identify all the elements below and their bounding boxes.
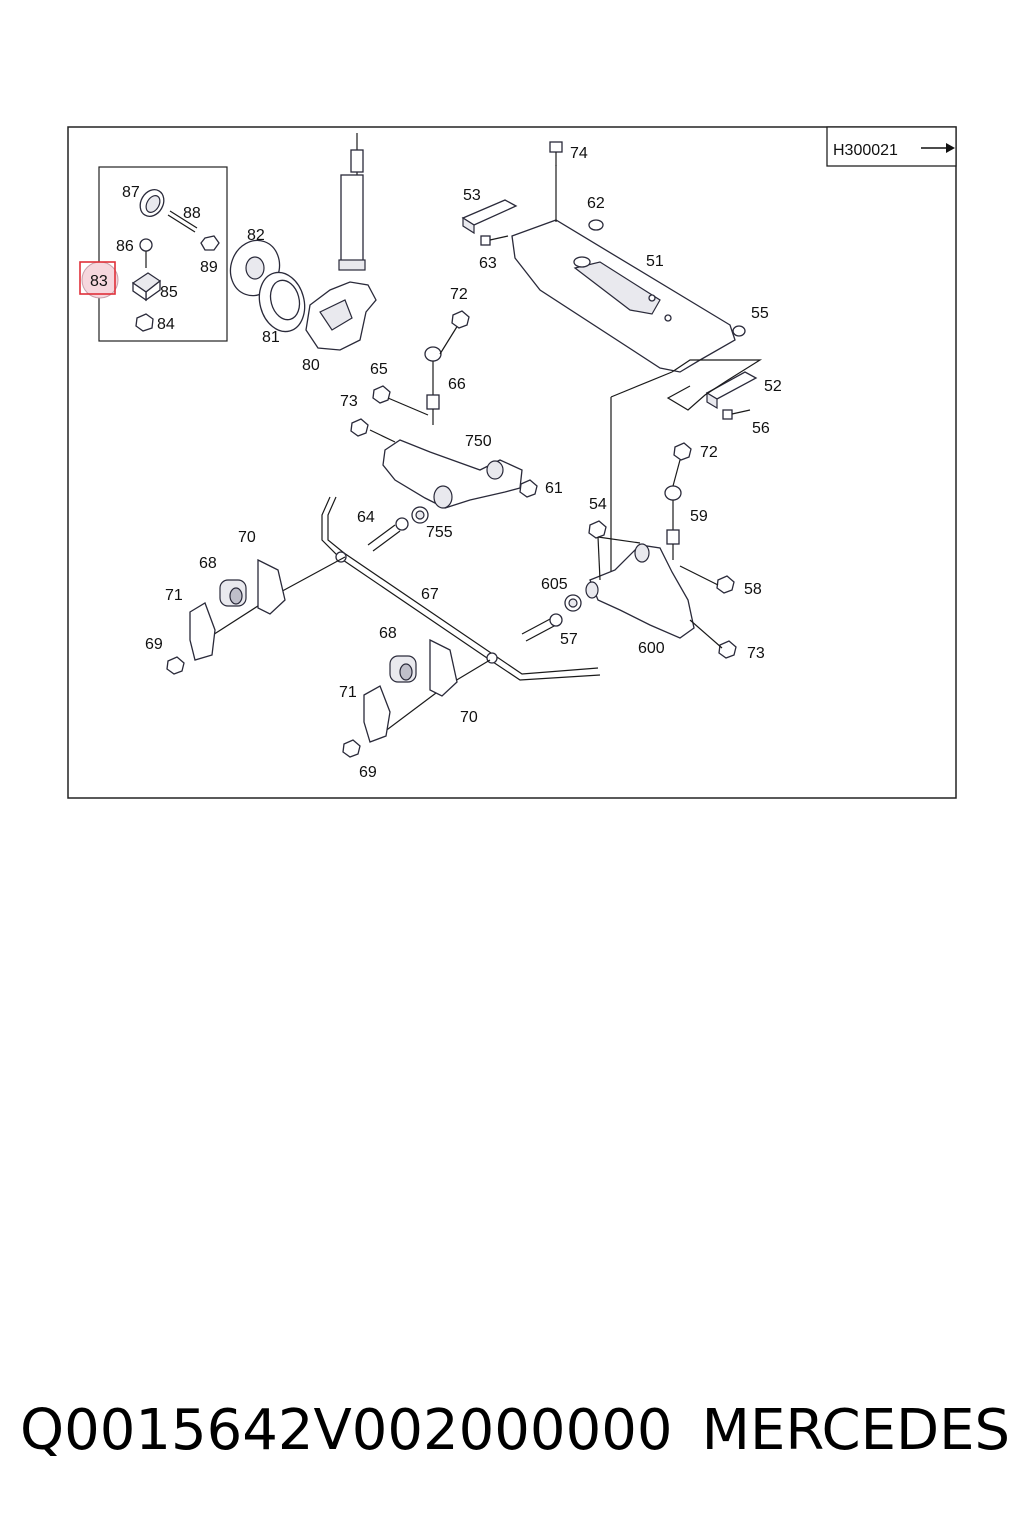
bushing-605-part xyxy=(564,594,582,612)
callout-54[interactable]: 54 xyxy=(589,496,607,513)
bolt-64-part xyxy=(367,517,409,552)
callout-89[interactable]: 89 xyxy=(200,259,218,276)
callout-66[interactable]: 66 xyxy=(448,376,466,393)
callout-86[interactable]: 86 xyxy=(116,238,134,255)
callout-59[interactable]: 59 xyxy=(690,508,708,525)
brand-name: MERCEDES xyxy=(701,1397,1010,1463)
callout-605[interactable]: 605 xyxy=(541,576,568,593)
reference-code: H300021 xyxy=(833,142,898,159)
nut-89-part xyxy=(200,235,220,251)
callout-83[interactable]: 83 xyxy=(90,273,108,290)
control-arm-600-part xyxy=(585,543,695,639)
knuckle-80-part xyxy=(305,281,377,351)
callout-70-left[interactable]: 70 xyxy=(238,529,256,546)
callout-71-left[interactable]: 71 xyxy=(165,587,183,604)
callout-88[interactable]: 88 xyxy=(183,205,201,222)
callout-64[interactable]: 64 xyxy=(357,509,375,526)
disc-81-part xyxy=(258,271,306,333)
callout-82[interactable]: 82 xyxy=(247,227,265,244)
bushing-68b-part xyxy=(389,655,417,683)
callout-65[interactable]: 65 xyxy=(370,361,388,378)
callout-72-upper[interactable]: 72 xyxy=(450,286,468,303)
nut-69a-part xyxy=(166,656,185,675)
callout-69-bottom[interactable]: 69 xyxy=(359,764,377,781)
callout-68-bottom[interactable]: 68 xyxy=(379,625,397,642)
callout-62[interactable]: 62 xyxy=(587,195,605,212)
callout-74[interactable]: 74 xyxy=(570,145,588,162)
pin-part xyxy=(167,210,198,233)
callout-71-bottom[interactable]: 71 xyxy=(339,684,357,701)
nut-61-part xyxy=(519,479,538,498)
cap-part xyxy=(139,189,165,217)
caption-bar: Q0015642V002000000 MERCEDES xyxy=(20,1390,1010,1470)
bolt-57-part xyxy=(521,613,563,642)
callout-72-right[interactable]: 72 xyxy=(700,444,718,461)
callout-69-left[interactable]: 69 xyxy=(145,636,163,653)
callout-51[interactable]: 51 xyxy=(646,253,664,270)
clamp-71a-part xyxy=(189,602,216,661)
callout-56[interactable]: 56 xyxy=(752,420,770,437)
nut-69b-part xyxy=(342,739,361,758)
hardware-inset-box xyxy=(98,166,228,342)
arrow-right-icon xyxy=(946,143,955,153)
crossmember-51-part xyxy=(511,219,736,373)
washer-62-part xyxy=(588,219,604,231)
link-59-part xyxy=(664,459,682,560)
callout-52[interactable]: 52 xyxy=(764,378,782,395)
reference-code-box: H300021 xyxy=(826,126,957,167)
callout-755[interactable]: 755 xyxy=(426,524,453,541)
highlight-83-marker[interactable] xyxy=(79,261,119,299)
bracket-70b-part xyxy=(429,638,458,697)
bolt-86-part xyxy=(139,238,153,268)
callout-80[interactable]: 80 xyxy=(302,357,320,374)
clamp-71b-part xyxy=(363,685,391,743)
washer-55-part xyxy=(732,325,746,337)
callout-55[interactable]: 55 xyxy=(751,305,769,322)
nut-84-part xyxy=(135,313,154,332)
callout-63[interactable]: 63 xyxy=(479,255,497,272)
link-66-part xyxy=(424,324,459,425)
parts-diagram: H300021 xyxy=(67,126,957,799)
callout-61[interactable]: 61 xyxy=(545,480,563,497)
callout-73-right[interactable]: 73 xyxy=(747,645,765,662)
bolt-74-part xyxy=(549,141,563,166)
callout-53[interactable]: 53 xyxy=(463,187,481,204)
bracket-85-part xyxy=(131,272,162,302)
diagram-frame xyxy=(67,126,957,799)
callout-600[interactable]: 600 xyxy=(638,640,665,657)
callout-57[interactable]: 57 xyxy=(560,631,578,648)
nut-58-part xyxy=(716,575,735,594)
callout-58[interactable]: 58 xyxy=(744,581,762,598)
callout-67[interactable]: 67 xyxy=(421,586,439,603)
bracket-70a-part xyxy=(257,558,286,615)
callout-84[interactable]: 84 xyxy=(157,316,175,333)
callout-87[interactable]: 87 xyxy=(122,184,140,201)
callout-750[interactable]: 750 xyxy=(465,433,492,450)
bolt-63-part xyxy=(480,235,509,246)
callout-labels: 87 88 86 89 83 85 84 82 81 80 74 53 62 6… xyxy=(90,145,782,781)
bushing-68a-part xyxy=(219,579,247,607)
nut-72b-part xyxy=(673,442,692,461)
mount-52-part xyxy=(705,371,758,410)
callout-70-bottom[interactable]: 70 xyxy=(460,709,478,726)
shock-absorber-part xyxy=(338,133,366,271)
nut-72a-part xyxy=(451,310,470,329)
bolt-56-part xyxy=(722,409,751,420)
callout-85[interactable]: 85 xyxy=(160,284,178,301)
nut-73b-part xyxy=(718,640,737,659)
callout-68-left[interactable]: 68 xyxy=(199,555,217,572)
callout-81[interactable]: 81 xyxy=(262,329,280,346)
nut-65-part xyxy=(372,385,391,404)
control-arm-750-part xyxy=(369,429,523,509)
bushing-755-part xyxy=(411,506,429,524)
callout-73-upper[interactable]: 73 xyxy=(340,393,358,410)
nut-54-part xyxy=(588,520,607,539)
part-number: Q0015642V002000000 xyxy=(20,1397,673,1463)
mount-53-part xyxy=(461,199,518,235)
nut-73a-part xyxy=(350,418,369,437)
